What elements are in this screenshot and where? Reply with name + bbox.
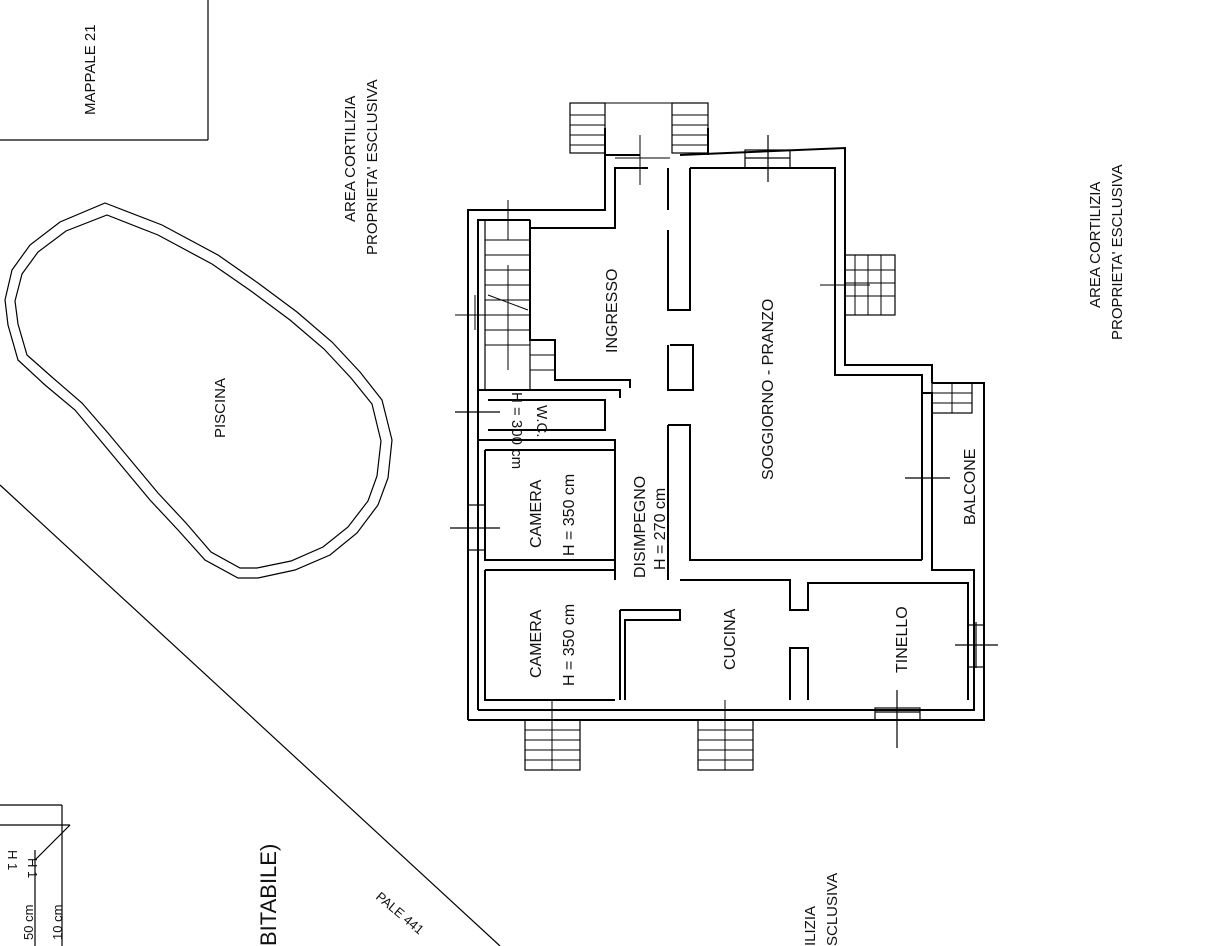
label-legend-h1: H 1	[5, 850, 20, 870]
label-camera-1-height: H = 350 cm	[561, 474, 578, 556]
stairs-internal	[455, 200, 555, 391]
stairs-top	[569, 102, 709, 185]
label-legend-50: 50 cm	[21, 905, 36, 940]
mappale-boundary	[0, 0, 209, 141]
label-tinello: TINELLO	[894, 606, 911, 673]
stairs-cucina	[697, 700, 754, 771]
label-area-left-1: AREA CORTILIZIA	[342, 96, 359, 222]
label-wc: W.C.	[533, 405, 550, 438]
label-soggiorno: SOGGIORNO - PRANZO	[760, 299, 777, 480]
label-area-left-2: PROPRIETA' ESCLUSIVA	[364, 79, 381, 255]
label-pale441: PALE 441	[373, 889, 427, 938]
label-area-right-2: PROPRIETA' ESCLUSIVA	[1109, 164, 1126, 340]
label-ilizia: ILIZIA	[802, 906, 819, 946]
label-wc-height: H = 300 cm	[508, 392, 525, 469]
label-camera-2-height: H = 350 cm	[561, 604, 578, 686]
label-camera-1: CAMERA	[528, 479, 545, 548]
stairs-camera	[524, 700, 581, 771]
label-disimpegno-height: H = 270 cm	[652, 488, 669, 570]
label-balcone: BALCONE	[962, 449, 979, 525]
label-mappale: MAPPALE 21	[82, 24, 99, 115]
label-area-right-1: AREA CORTILIZIA	[1087, 182, 1104, 308]
label-legend-10: 10 cm	[50, 905, 65, 940]
label-disimpegno: DISIMPEGNO	[632, 476, 649, 578]
property-line	[0, 484, 501, 946]
legend-box	[0, 804, 71, 946]
swimming-pool	[4, 202, 393, 579]
label-piscina: PISCINA	[212, 378, 229, 438]
label-esclusiva: SCLUSIVA	[824, 873, 841, 946]
label-camera-2: CAMERA	[528, 609, 545, 678]
label-legend-h2: H 1	[25, 858, 40, 878]
label-bitabile: BITABILE)	[256, 844, 281, 946]
stairs-balcone	[931, 382, 973, 414]
window-markers	[450, 135, 998, 748]
label-cucina: CUCINA	[722, 608, 739, 670]
label-ingresso: INGRESSO	[604, 269, 621, 353]
stairs-right	[820, 254, 896, 316]
